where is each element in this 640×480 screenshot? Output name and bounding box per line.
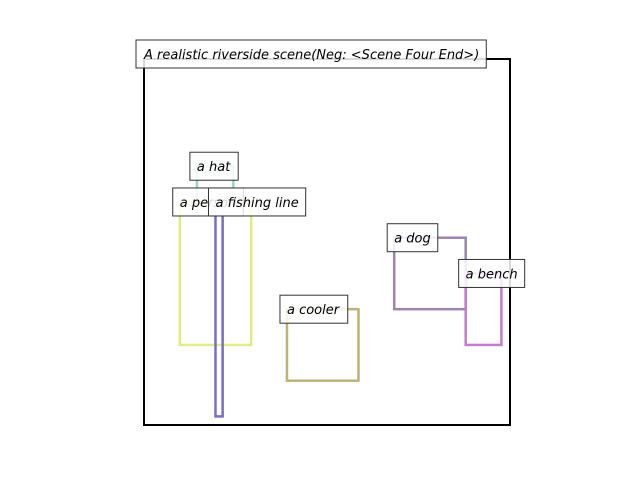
scene-title-box (135, 39, 487, 69)
label-box-a-cooler (279, 294, 349, 324)
label-text-a-dog: a dog (394, 232, 431, 247)
scene-frame (143, 58, 511, 426)
label-a-fishing-line: a fishing line (207, 187, 307, 217)
label-a-hat: a hat (189, 151, 239, 181)
label-text-a-hat: a hat (197, 160, 231, 175)
label-a-cooler: a cooler (279, 294, 349, 324)
box-a-fishing-line (214, 200, 224, 418)
label-a-bench: a bench (458, 258, 526, 288)
scene-title: A realistic riverside scene(Neg: <Scene … (135, 39, 487, 69)
label-a-dog: a dog (386, 223, 439, 253)
label-text-a-bench: a bench (466, 267, 518, 282)
label-text-a-cooler: a cooler (287, 303, 341, 318)
label-box-a-hat (189, 151, 239, 181)
scene-title-text: A realistic riverside scene(Neg: <Scene … (143, 48, 479, 63)
label-box-a-fishing-line (207, 187, 307, 217)
label-box-a-dog (386, 223, 439, 253)
label-box-a-bench (458, 258, 526, 288)
label-text-a-fishing-line: a fishing line (215, 196, 298, 211)
